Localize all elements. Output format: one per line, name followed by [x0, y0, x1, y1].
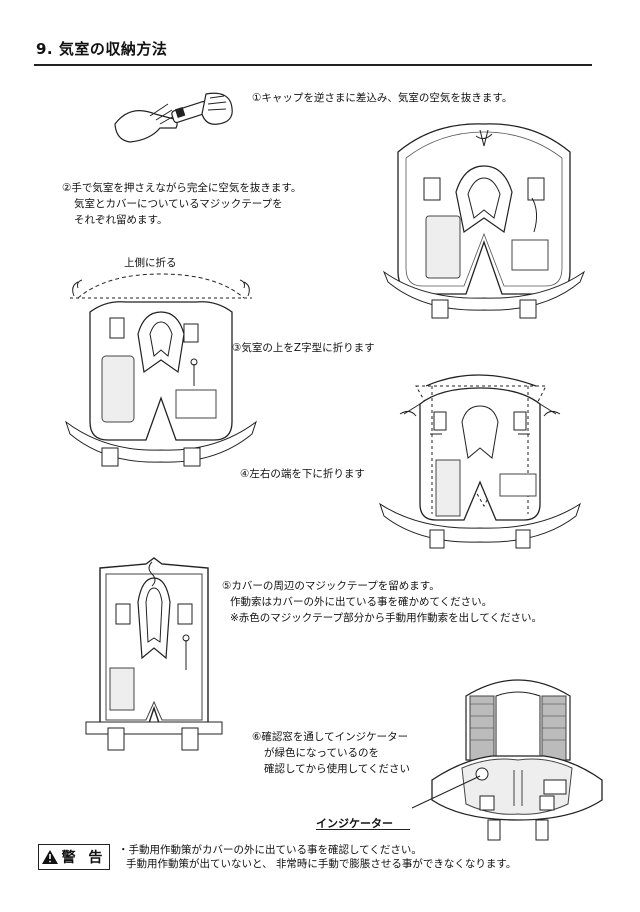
step6-worn-vest-illustration	[411, 679, 603, 841]
warning-box: 警 告	[38, 844, 110, 870]
title-underline	[34, 64, 592, 66]
step4-text: ④左右の端を下に折ります	[240, 468, 365, 480]
step6-text-line2: が緑色になっているのを	[264, 747, 379, 759]
page-title: 9. 気室の収納方法	[36, 40, 168, 58]
step6-text-line3: 確認してから使用してください	[264, 763, 411, 775]
warning-line-2: 手動用作動策が出ていないと、 非常時に手動で膨脹させる事ができなくなります。	[126, 858, 517, 870]
step6-text-line1: ⑥確認窓を通してインジケーター	[252, 731, 409, 743]
step4-vest-illustration	[379, 374, 581, 549]
step2-text-line2: 気室とカバーについているマジックテープを	[74, 198, 283, 210]
fold-top-label: 上側に折る	[124, 257, 177, 269]
step2-text-line3: それぞれ留めます。	[74, 214, 168, 226]
step3-text: ③気室の上をZ字型に折ります	[232, 342, 375, 354]
step1-text: ①キャップを逆さまに差込み、気室の空気を抜きます。	[252, 92, 513, 104]
warning-line-1: ・手動用作動策がカバーの外に出ている事を確認してください。	[118, 844, 422, 856]
warning-text: ・手動用作動策がカバーの外に出ている事を確認してください。 手動用作動策が出てい…	[118, 843, 516, 871]
step5-text-line1: ⑤カバーの周辺のマジックテープを留めます。	[222, 580, 440, 592]
indicator-label: インジケーター	[316, 817, 393, 830]
warning-label: 警 告	[61, 850, 107, 866]
step3-vest-illustration	[65, 273, 257, 467]
step5-text-line3: ※赤色のマジックテープ部分から手動用作動索を出してください。	[230, 612, 543, 624]
indicator-label-underline	[316, 829, 410, 830]
step5-vest-illustration	[85, 557, 223, 751]
step1-hand-cap-illustration	[114, 92, 233, 143]
warning-triangle-icon	[41, 850, 58, 864]
step2-text-line1: ②手で気室を押さえながら完全に空気を抜きます。	[62, 182, 302, 194]
step2-vest-illustration	[382, 123, 586, 319]
step5-text-line2: 作動索はカバーの外に出ている事を確かめてください。	[230, 596, 493, 608]
